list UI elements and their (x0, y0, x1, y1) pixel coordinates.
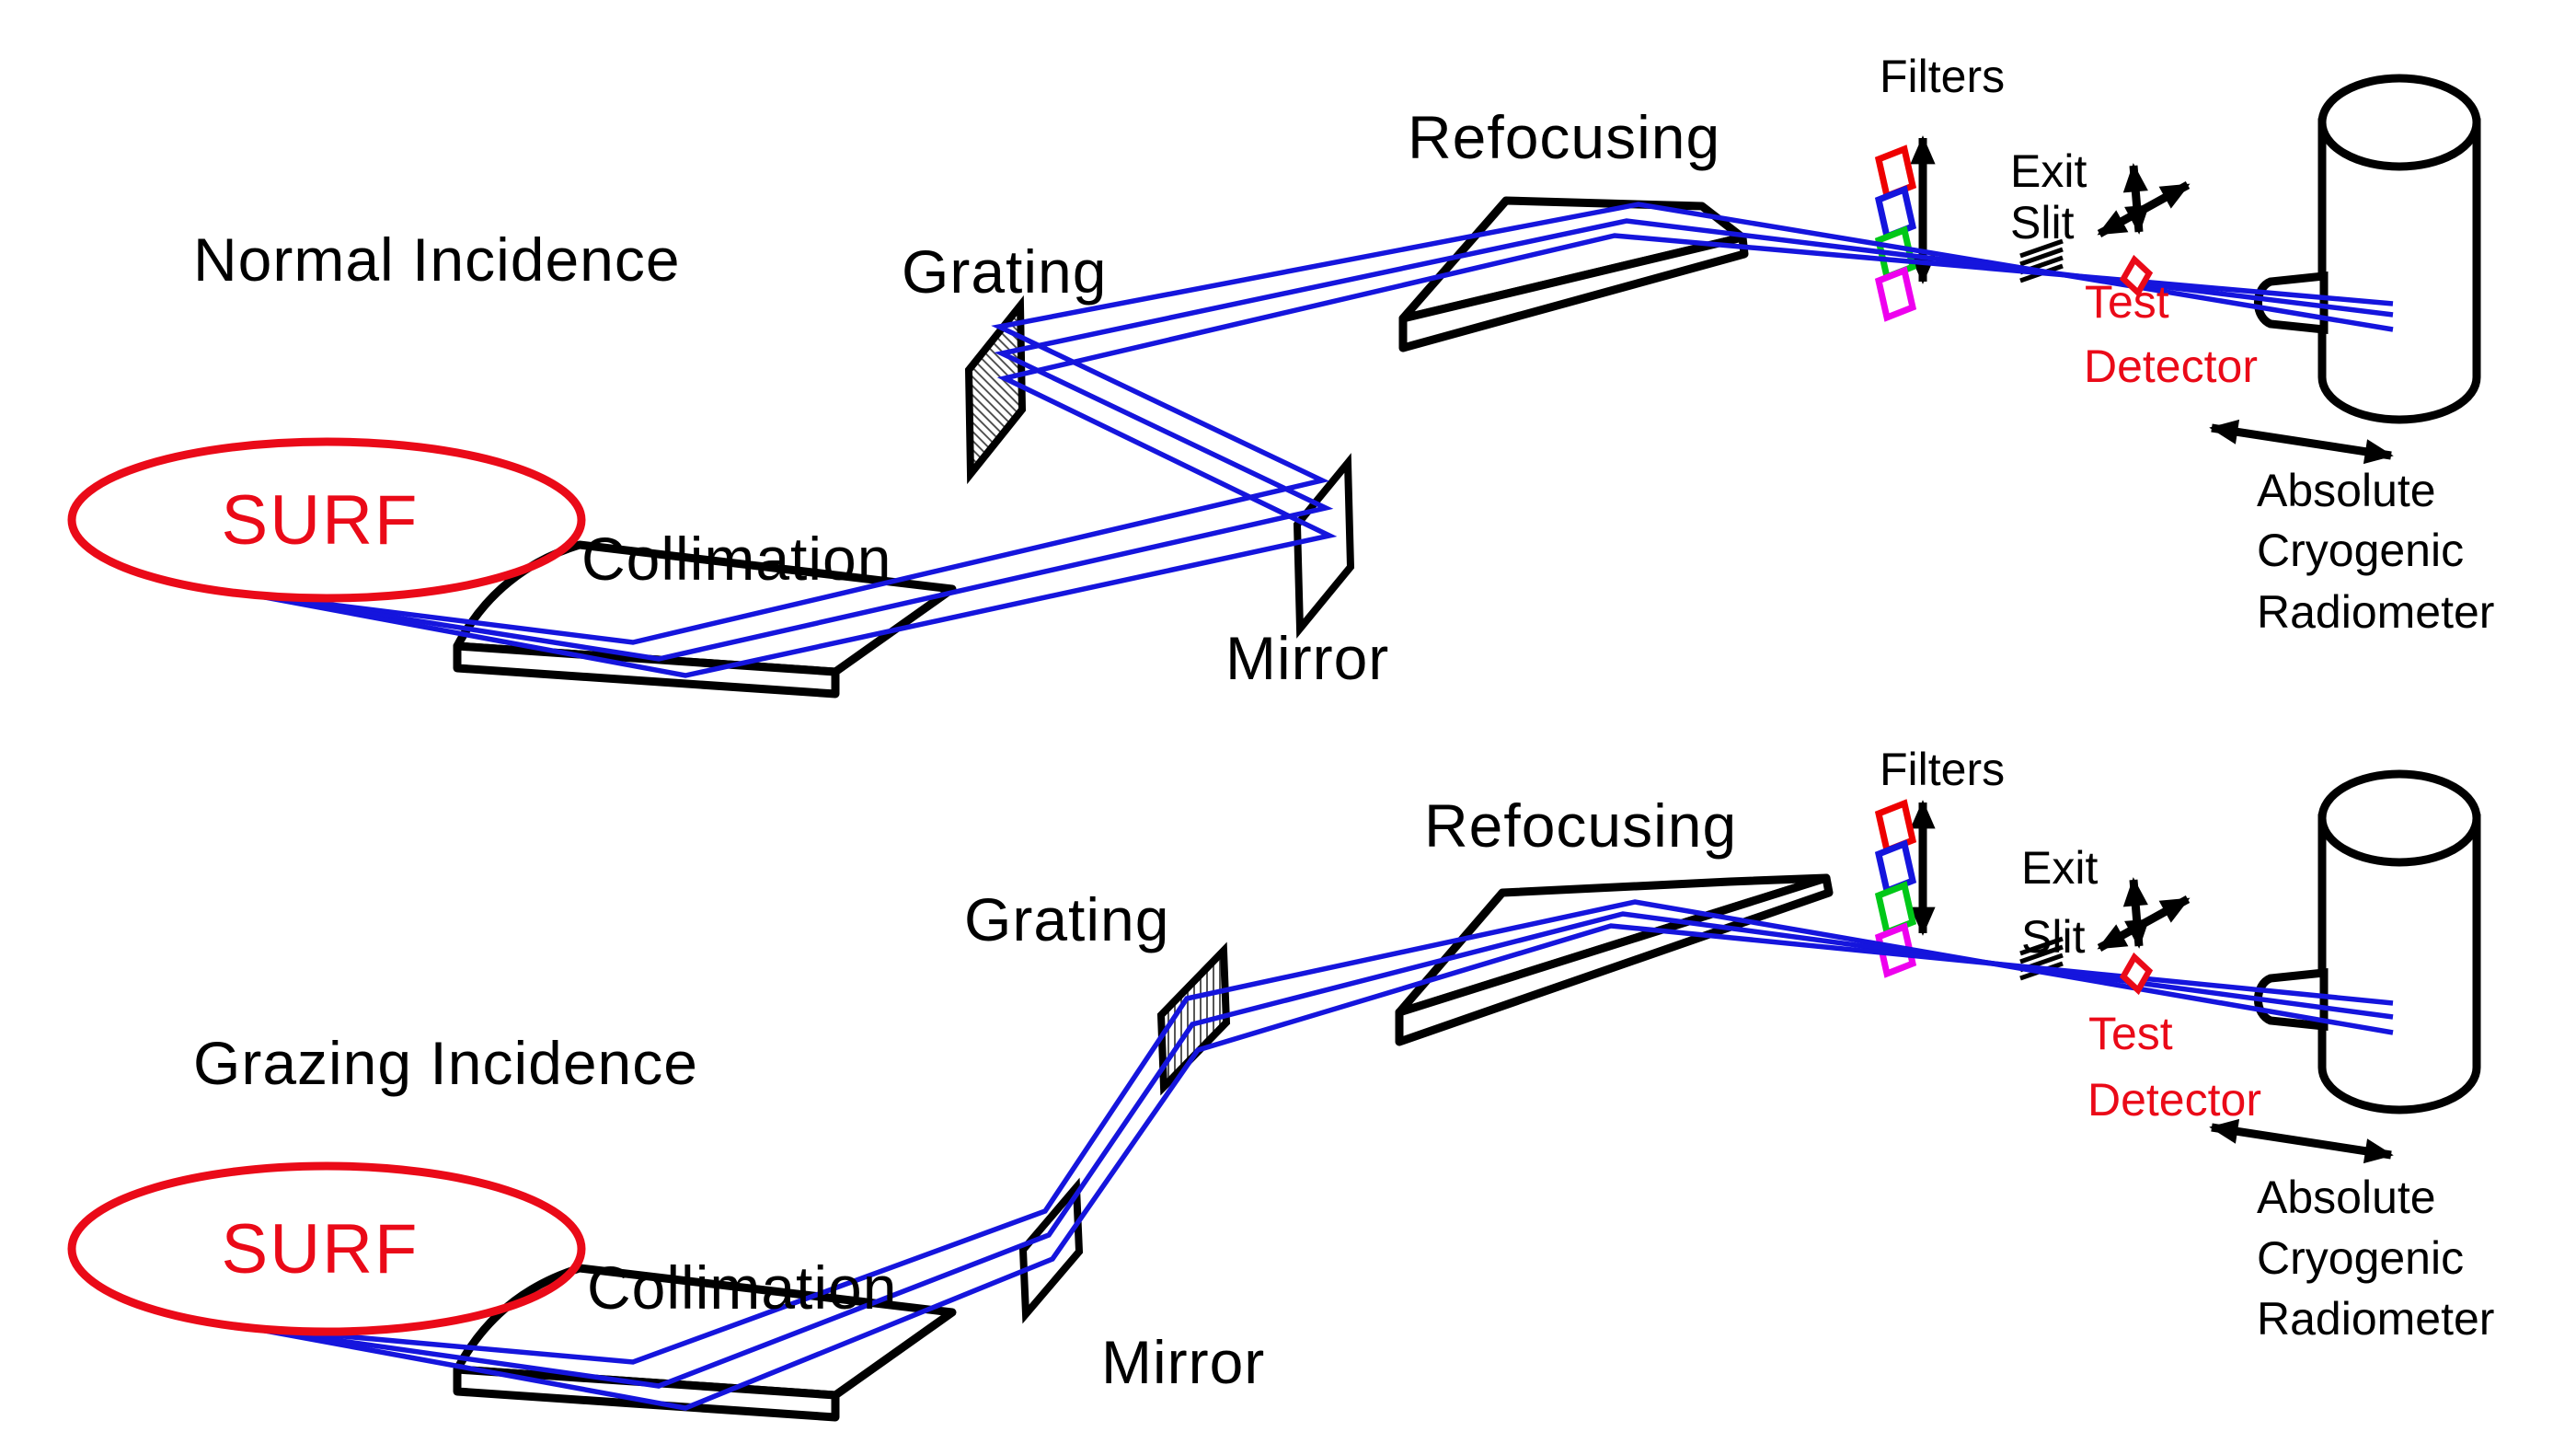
radiometer-label-line3: Radiometer (2257, 586, 2494, 638)
refocusing-label: Refocusing (1424, 791, 1737, 860)
filter-magenta (1874, 266, 1917, 322)
beam-ray (249, 202, 2394, 645)
mirror-label: Mirror (1101, 1328, 1265, 1396)
refocusing-mirror (1398, 196, 1749, 352)
refocusing-mirror (1395, 873, 1834, 1046)
beam-ray (249, 923, 2394, 1411)
radiometer-top (2317, 74, 2481, 171)
radiometer-label-line2: Cryogenic (2257, 1232, 2464, 1284)
radiometer-cylinder (2253, 769, 2481, 1114)
radiometer-label-line3: Radiometer (2257, 1293, 2494, 1345)
detector-positioner-arrows-icon (2097, 163, 2191, 237)
exit-slit-label-line2: Slit (2021, 911, 2086, 963)
surf-label: SURF (222, 481, 420, 560)
beam-ray (249, 911, 2394, 1389)
diagram-title: Grazing Incidence (193, 1029, 698, 1097)
refocusing-label: Refocusing (1408, 103, 1720, 171)
filter-blue (1874, 185, 1917, 241)
beam-ray (249, 899, 2394, 1365)
diagram-grazing-incidence: Grazing Incidence SURF Collimation Grati… (67, 744, 2494, 1422)
filter-red (1874, 799, 1917, 855)
filter-wheel (1874, 135, 1936, 322)
mirror-label: Mirror (1225, 624, 1389, 692)
surf-source-ellipse (67, 437, 586, 603)
filter-wheel (1874, 799, 1936, 978)
test-detector-icon (2119, 254, 2154, 298)
beam-ray (249, 218, 2394, 662)
radiometer-label-line2: Cryogenic (2257, 525, 2464, 576)
collimation-label: Collimation (587, 1253, 897, 1322)
test-detector-icon (2119, 952, 2154, 996)
radiometer-translation-arrow-icon (2209, 419, 2394, 465)
radiometer-cylinder (2253, 74, 2481, 424)
exit-slit-label-line1: Exit (2010, 145, 2087, 197)
surf-source-ellipse (67, 1161, 586, 1336)
beam (249, 899, 2394, 1411)
test-detector-label-line2: Detector (2084, 341, 2258, 392)
diagram-title: Normal Incidence (193, 225, 681, 294)
filter-green (1874, 881, 1917, 937)
mirror-plate (1293, 453, 1355, 639)
radiometer-top (2317, 769, 2481, 867)
radiometer-body (2317, 814, 2481, 1114)
grating-plate (964, 294, 1027, 485)
radiometer-body (2317, 118, 2481, 424)
refocusing-mirror-edge (1398, 233, 1749, 352)
diagram-normal-incidence: Normal Incidence SURF Collimation Gratin… (67, 51, 2494, 699)
filters-label: Filters (1880, 744, 2005, 795)
detector-positioner-arrows-icon (2097, 877, 2191, 952)
grating-label: Grating (902, 237, 1107, 306)
filter-red (1874, 144, 1917, 201)
radiometer-label-line1: Absolute (2257, 465, 2436, 516)
grating-label: Grating (964, 885, 1169, 953)
test-detector-label-line1: Test (2085, 276, 2169, 328)
exit-slit-label-line2: Slit (2010, 197, 2075, 248)
beam (249, 202, 2394, 678)
collimation-label: Collimation (581, 525, 891, 593)
test-detector-label-line1: Test (2088, 1008, 2173, 1059)
radiometer-label-line1: Absolute (2257, 1172, 2436, 1223)
beam-ray (249, 233, 2394, 678)
grating-plate (1156, 941, 1231, 1096)
test-detector-label-line2: Detector (2087, 1074, 2261, 1126)
surf-label: SURF (222, 1210, 420, 1288)
filter-blue (1874, 839, 1917, 895)
exit-slit-label-line1: Exit (2021, 842, 2098, 894)
radiometer-translation-arrow-icon (2209, 1118, 2394, 1164)
mirror-plate (1018, 1177, 1084, 1324)
filters-label: Filters (1880, 51, 2005, 102)
